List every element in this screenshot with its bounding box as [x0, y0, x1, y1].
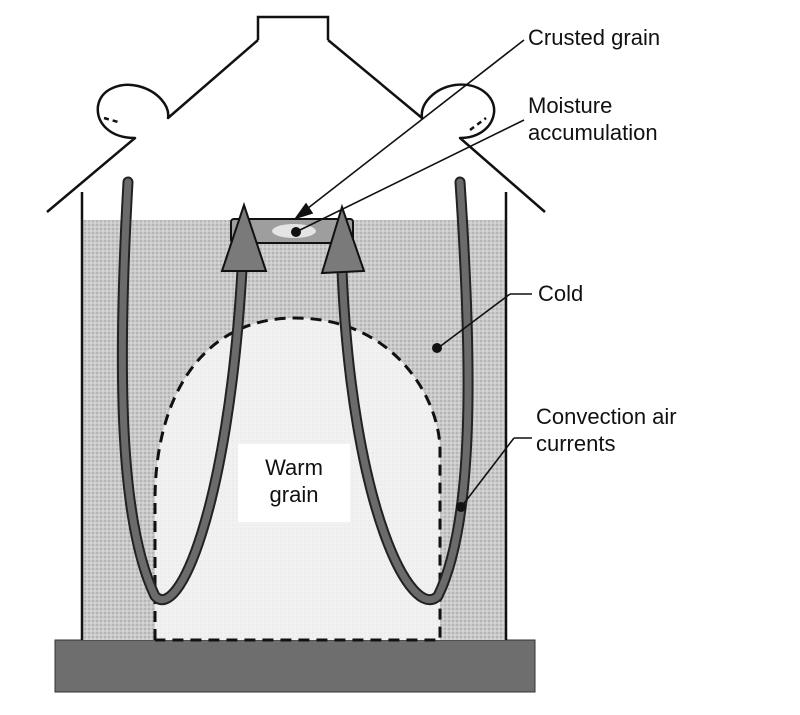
bin-roof-peak-cap: [256, 15, 330, 40]
leader-crusted-grain-arrow: [293, 202, 314, 220]
leader-moisture: [299, 119, 525, 231]
air-current-left-arrowhead: [220, 201, 268, 272]
convection-label-line2: currents: [536, 431, 616, 456]
warm-label-background: [238, 444, 350, 522]
convection-dot: [456, 502, 466, 512]
leader-cold-diag: [437, 293, 511, 349]
moisture-dot: [291, 227, 301, 237]
warm-label-line2: grain: [269, 482, 319, 507]
bin-roof-left: [46, 39, 259, 213]
moisture-label-line1: Moisture: [528, 93, 613, 118]
cold-label: Cold: [538, 281, 584, 306]
leader-crusted-grain: [302, 39, 525, 213]
leader-lines: [293, 39, 532, 507]
bin-foundation: [54, 639, 536, 693]
warm-grain-boundary: [153, 316, 442, 642]
convection-label-line1: Convection air: [536, 404, 677, 429]
leader-convection-diag: [461, 437, 515, 507]
moisture-label-line2: accumulation: [528, 120, 658, 145]
roof-vent-right-dash: [469, 117, 487, 131]
bin-roof-right: [327, 39, 546, 213]
crusted-grain-label: Crusted grain: [528, 25, 661, 50]
air-current-right-arrowhead: [320, 203, 366, 275]
moisture-accumulation-label: Moisture accumulation: [528, 92, 658, 146]
roof-vent-left-dash: [103, 116, 119, 124]
convection-air-currents-label: Convection air currents: [536, 403, 677, 457]
warm-grain-label: Warm grain: [246, 454, 342, 508]
warm-label-line1: Warm: [265, 455, 323, 480]
cold-dot: [432, 343, 442, 353]
convection-currents: [116, 176, 474, 606]
